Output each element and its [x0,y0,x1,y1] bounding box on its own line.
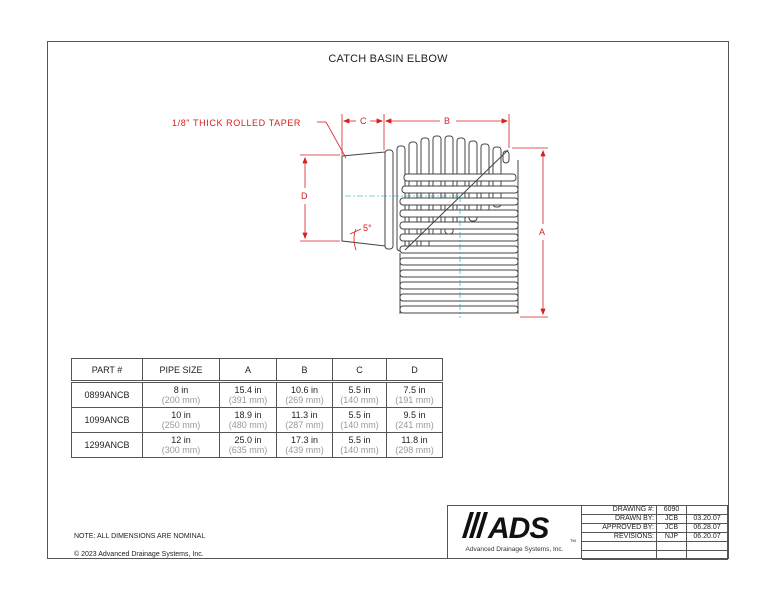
dimension-lines [300,114,548,318]
cell-b: 17.3 in(439 mm) [276,432,333,458]
revisions-date: 06.20.07 [686,532,728,542]
drawn-by: JCB [656,514,687,524]
table-header-row: PART # PIPE SIZE A B C D [71,358,443,382]
approved-date: 06.28.07 [686,523,728,533]
nominal-note: NOTE: ALL DIMENSIONS ARE NOMINAL [74,533,206,540]
drawing-title: CATCH BASIN ELBOW [328,53,448,65]
col-part: PART # [71,358,143,382]
spec-table: PART # PIPE SIZE A B C D 0899ANCB 8 in(2… [71,358,443,458]
copyright: © 2023 Advanced Drainage Systems, Inc. [74,551,204,558]
drawing-number-label: DRAWING #: [582,505,657,515]
drawing-number: 6090 [656,505,687,515]
dim-c-label: C [360,116,367,126]
table-row: 1299ANCB 12 in(300 mm) 25.0 in(635 mm) 1… [71,432,443,458]
ads-logo: ADS TM Advanced Drainage Systems, Inc. [447,505,582,559]
cell-a: 25.0 in(635 mm) [219,432,277,458]
cell-c: 5.5 in(140 mm) [332,432,387,458]
approved-by: JCB [656,523,687,533]
cell-d: 9.5 in(241 mm) [386,407,443,433]
cell-part: 1299ANCB [71,432,143,458]
drawing-sheet [47,41,729,559]
title-block: DRAWING #: 6090 DRAWN BY: JCB 03.20.07 A… [582,505,728,560]
drawn-by-label: DRAWN BY: [582,514,657,524]
cell-c: 5.5 in(140 mm) [332,380,387,408]
taper-label: 1/8" THICK ROLLED TAPER [172,118,301,128]
cell-a: 18.9 in(480 mm) [219,407,277,433]
title-block-row [582,550,728,560]
title-block-row [582,541,728,551]
dim-d-label: D [301,191,308,201]
angle-label: 5° [363,223,372,233]
cell-a: 15.4 in(391 mm) [219,380,277,408]
cell-part: 0899ANCB [71,380,143,408]
title-block-row: DRAWN BY: JCB 03.20.07 [582,514,728,524]
table-row: 0899ANCB 8 in(200 mm) 15.4 in(391 mm) 10… [71,380,443,408]
approved-by-label: APPROVED BY: [582,523,657,533]
ads-logo-mark: ADS TM [462,512,576,545]
drawn-date: 03.20.07 [686,514,728,524]
centerlines [345,195,461,318]
title-block-row: APPROVED BY: JCB 06.28.07 [582,523,728,533]
title-block-row: REVISIONS: NJP 06.20.07 [582,532,728,542]
cell-size: 10 in(250 mm) [142,407,220,433]
col-b: B [276,358,333,382]
dim-b-label: B [444,116,450,126]
col-pipe-size: PIPE SIZE [142,358,220,382]
col-d: D [386,358,443,382]
svg-text:TM: TM [570,538,576,543]
table-row: 1099ANCB 10 in(250 mm) 18.9 in(480 mm) 1… [71,407,443,433]
drawing-number-extra [686,505,728,515]
cell-b: 10.6 in(269 mm) [276,380,333,408]
svg-text:ADS: ADS [487,512,549,545]
col-a: A [219,358,277,382]
cell-d: 11.8 in(298 mm) [386,432,443,458]
cell-d: 7.5 in(191 mm) [386,380,443,408]
title-block-row: DRAWING #: 6090 [582,505,728,515]
cell-size: 8 in(200 mm) [142,380,220,408]
dim-a-label: A [539,227,545,237]
elbow-drawing: 1/8" THICK ROLLED TAPER C B D A 5° [172,114,548,318]
cell-c: 5.5 in(140 mm) [332,407,387,433]
revisions-by: NJP [656,532,687,542]
logo-tagline: Advanced Drainage Systems, Inc. [465,546,564,553]
col-c: C [332,358,387,382]
cell-part: 1099ANCB [71,407,143,433]
cell-b: 11.3 in(287 mm) [276,407,333,433]
cell-size: 12 in(300 mm) [142,432,220,458]
revisions-label: REVISIONS: [582,532,657,542]
